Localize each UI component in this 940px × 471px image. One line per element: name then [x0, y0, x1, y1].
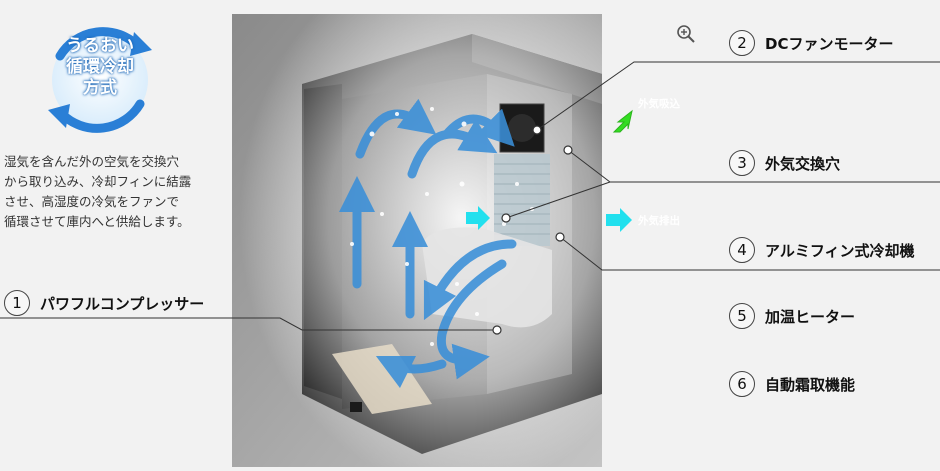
label-number: 3 — [729, 150, 755, 176]
label-text: 自動霜取機能 — [765, 375, 856, 394]
badge-line: 循環冷却 — [66, 57, 134, 77]
label-text: DCファンモーター — [765, 34, 894, 53]
description-line: させ、高湿度の冷気をファンで — [4, 194, 180, 209]
badge-line: うるおい — [66, 36, 134, 56]
description-line: から取り込み、冷却フィンに結露 — [4, 174, 192, 189]
label-text: アルミフィン式冷却機 — [765, 241, 915, 260]
label-text: 加温ヒーター — [765, 307, 856, 326]
product-cutaway-illustration — [232, 14, 602, 467]
label-dc-fan-motor: 2 DCファンモーター — [729, 30, 893, 56]
description-line: 循環させて庫内へと供給します。 — [4, 214, 190, 229]
label-number: 5 — [729, 303, 755, 329]
label-aluminum-fin-cooler: 4 アルミフィン式冷却機 — [729, 237, 915, 263]
description-text: 湿気を含んだ外の空気を交換穴 から取り込み、冷却フィンに結露 させ、高湿度の冷気… — [4, 152, 229, 232]
label-heater: 5 加温ヒーター — [729, 303, 855, 329]
intake-arrow-icon — [612, 109, 633, 133]
description-line: 湿気を含んだ外の空気を交換穴 — [4, 154, 180, 169]
intake-label: 外気吸込 — [638, 98, 680, 110]
badge-line: 方式 — [83, 78, 117, 98]
label-auto-defrost: 6 自動霜取機能 — [729, 371, 855, 397]
label-compressor: 1 パワフルコンプレッサー — [4, 290, 204, 316]
exhaust-arrow-icon — [606, 208, 632, 232]
cooling-method-badge — [48, 27, 152, 133]
exhaust-label: 外気排出 — [638, 215, 680, 227]
badge-text: うるおい 循環冷却 方式 — [30, 36, 170, 99]
label-number: 1 — [4, 290, 30, 316]
zoom-in-icon[interactable] — [676, 24, 696, 44]
label-text: 外気交換穴 — [765, 154, 841, 173]
label-air-exchange-hole: 3 外気交換穴 — [729, 150, 840, 176]
label-number: 2 — [729, 30, 755, 56]
label-number: 6 — [729, 371, 755, 397]
label-text: パワフルコンプレッサー — [40, 294, 205, 313]
label-number: 4 — [729, 237, 755, 263]
